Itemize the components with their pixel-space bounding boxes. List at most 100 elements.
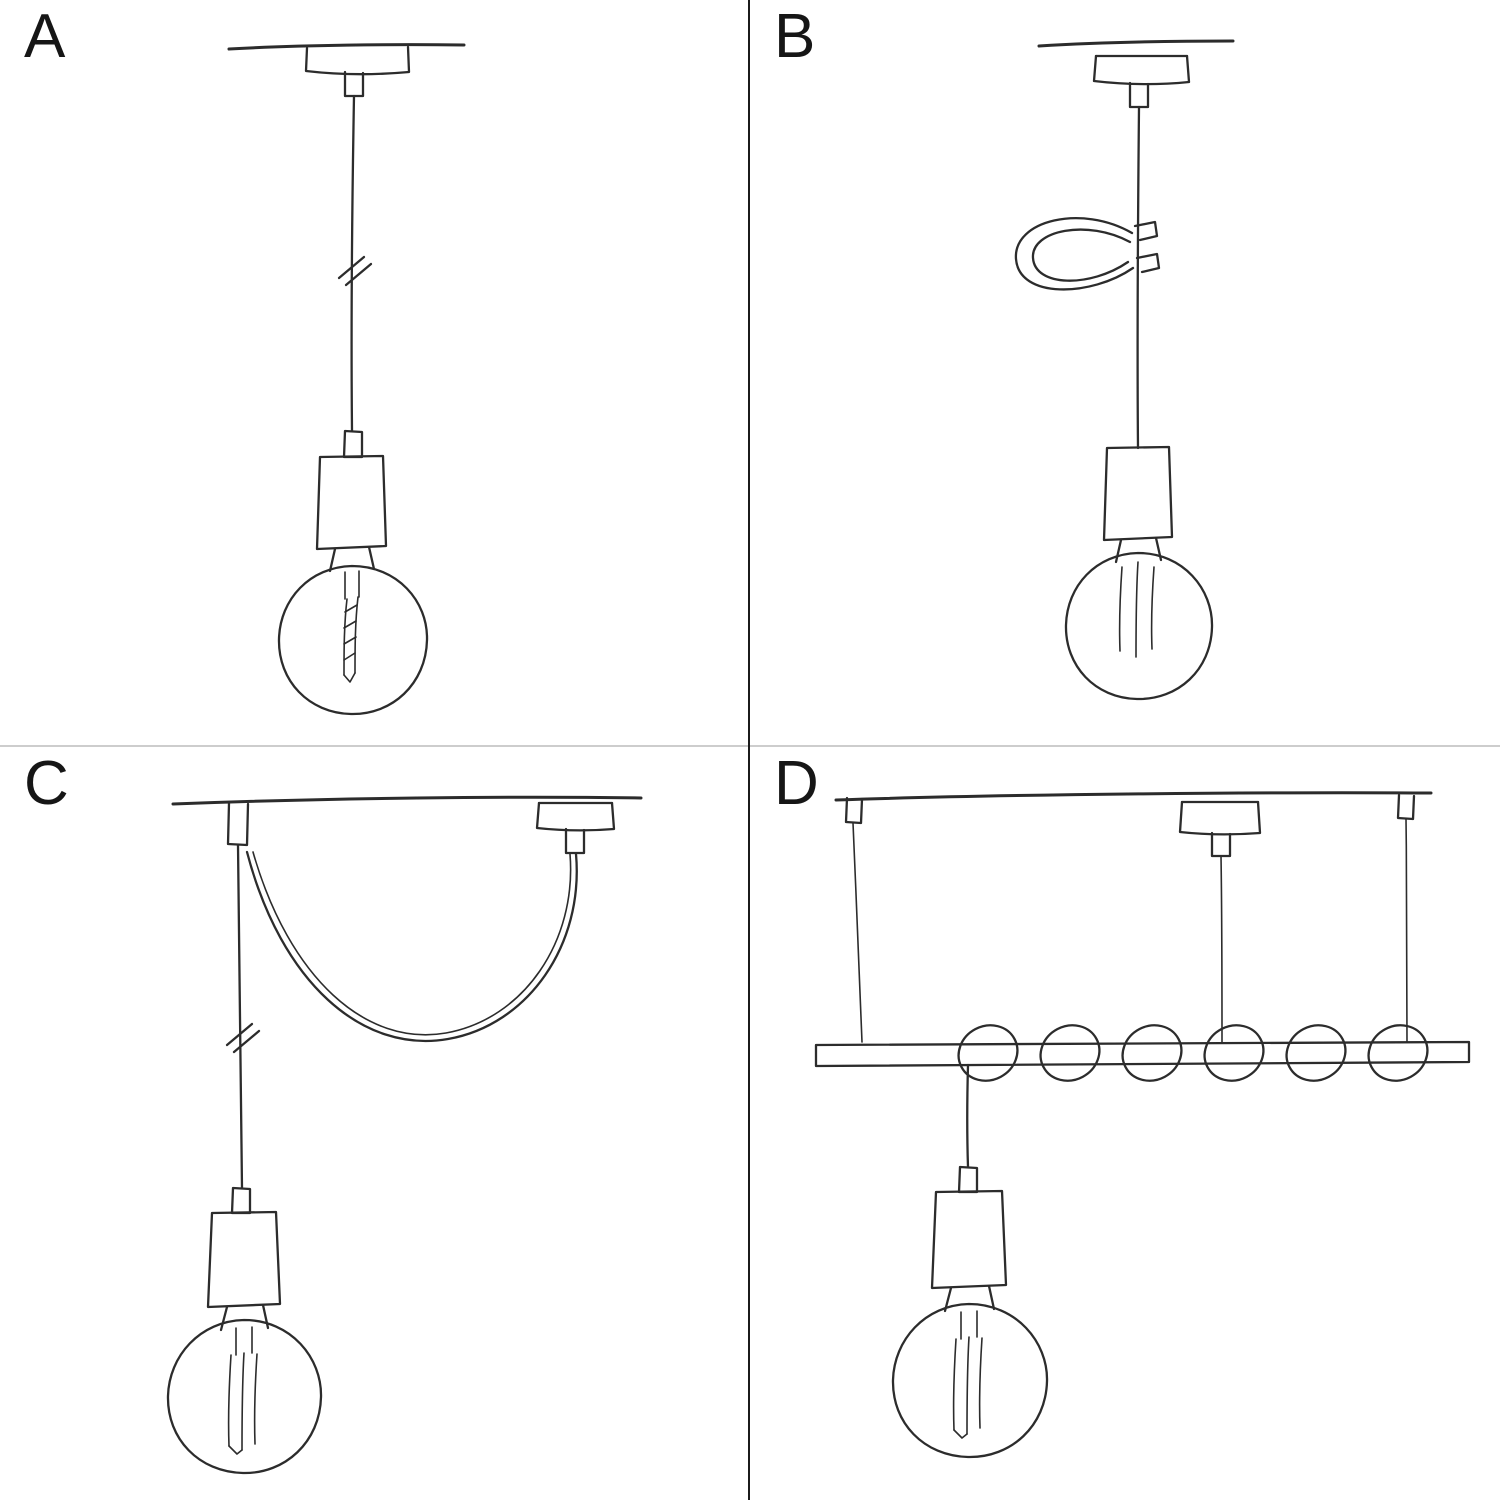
panel-d-label: D — [774, 749, 820, 818]
cable-gland — [1128, 81, 1150, 109]
filament-coil — [228, 1445, 243, 1455]
light-bulb — [891, 1284, 1049, 1459]
light-bulb — [1064, 536, 1214, 701]
ceiling-hook — [844, 793, 1416, 825]
filament-line — [227, 1354, 232, 1447]
panel-a-label: A — [24, 2, 67, 71]
panel-c-label: C — [24, 749, 70, 818]
cable-gland — [343, 70, 365, 98]
filament-coil — [343, 672, 356, 683]
ceiling-rose-body — [1092, 54, 1191, 86]
panel-c: C — [0, 747, 748, 1500]
suspension-wire-right — [1405, 818, 1408, 1043]
filament-stem — [235, 1326, 253, 1356]
ceiling-hook-left — [844, 796, 864, 825]
strain-relief — [957, 1165, 979, 1194]
clip-loop-inner — [1031, 228, 1132, 282]
panel-d-drawing — [814, 791, 1471, 1459]
filament-coil — [343, 596, 359, 676]
panel-b-drawing — [1014, 39, 1235, 701]
filament-line — [966, 1336, 970, 1435]
ceiling-line — [834, 791, 1433, 802]
pendant-cable — [966, 1063, 970, 1169]
filament-stem — [960, 1310, 978, 1340]
swag-cable-line — [252, 851, 572, 1036]
lamp-holder — [206, 1186, 282, 1309]
ceiling-rose-body — [304, 45, 411, 76]
bulb-neck — [219, 1305, 229, 1332]
filament-line — [1118, 566, 1123, 652]
cable-gland — [564, 827, 586, 855]
cable-line — [1136, 105, 1141, 450]
decorative-cable-clip — [1014, 217, 1161, 291]
ceiling-line — [834, 791, 1433, 802]
ceiling-rose — [304, 45, 411, 98]
vertical-divider — [748, 0, 750, 1500]
cable-cut-mark — [225, 1022, 254, 1047]
bulb-outline — [166, 1318, 323, 1475]
cable-line — [966, 1063, 970, 1169]
swag-cable-line — [245, 850, 578, 1043]
strain-relief — [230, 1186, 252, 1215]
lamp-holder-body — [206, 1210, 282, 1309]
cable-cut-mark — [344, 262, 373, 287]
cable-cut-mark — [232, 1029, 261, 1054]
bulb-neck — [1114, 538, 1123, 564]
clip-hook — [1133, 220, 1159, 242]
cable-coil-loop — [1203, 1024, 1265, 1082]
light-bulb — [277, 545, 429, 716]
filament-stem — [344, 570, 360, 600]
panel-b: B — [750, 0, 1500, 745]
panel-b-label: B — [774, 2, 817, 71]
bulb-outline — [891, 1302, 1049, 1459]
cable-gland — [1210, 831, 1232, 858]
bulb-outline — [277, 564, 429, 716]
pendant-cable — [225, 843, 261, 1190]
ceiling-rose-body — [1178, 800, 1262, 836]
ceiling-line — [1037, 39, 1235, 48]
lamp-holder-body — [930, 1189, 1008, 1290]
cable-coil-loop — [957, 1024, 1019, 1082]
panel-a-drawing — [227, 43, 466, 716]
clip-hook — [1135, 252, 1161, 274]
ceiling-line — [171, 795, 643, 806]
light-bulb — [166, 1303, 323, 1475]
lamp-holder — [930, 1165, 1008, 1290]
center-drop-cable — [1220, 855, 1223, 1044]
ceiling-line — [1037, 39, 1235, 48]
cable-line — [236, 843, 244, 1190]
cable-coil-loop — [1367, 1024, 1429, 1082]
filament-coil — [343, 604, 358, 661]
cable-cut-mark — [337, 255, 366, 280]
lamp-holder — [315, 429, 388, 551]
clip-loop-outer — [1014, 217, 1135, 291]
pendant-cable — [1136, 105, 1141, 450]
ceiling-line — [227, 43, 466, 51]
pendant-cable — [337, 94, 373, 433]
filament-line — [253, 1353, 258, 1445]
bulb-neck — [987, 1284, 996, 1311]
ceiling-rose — [1092, 54, 1191, 109]
panel-c-drawing — [166, 795, 643, 1475]
ceiling-rose — [535, 801, 616, 855]
bulb-neck — [367, 545, 376, 571]
coiled-cable — [957, 1024, 1429, 1082]
lamp-holder-body — [315, 454, 388, 551]
wood-bar-body — [814, 1040, 1471, 1068]
ceiling-line — [171, 795, 643, 806]
panel-d: D — [750, 747, 1500, 1500]
lamp-holder-body — [1102, 445, 1174, 542]
filament-line — [241, 1352, 245, 1451]
suspension-wires — [852, 818, 1408, 1044]
lamp-holder — [1102, 445, 1174, 542]
panel-a: A — [0, 0, 748, 745]
swag-cable — [245, 850, 578, 1043]
cable-coil-loop — [1039, 1024, 1101, 1082]
bulb-neck — [328, 547, 337, 573]
ceiling-hook-right — [1396, 793, 1416, 821]
filament-coil — [953, 1429, 968, 1439]
filament-line — [1150, 566, 1155, 650]
filament-line — [1135, 561, 1139, 658]
horizontal-divider — [0, 745, 1500, 747]
